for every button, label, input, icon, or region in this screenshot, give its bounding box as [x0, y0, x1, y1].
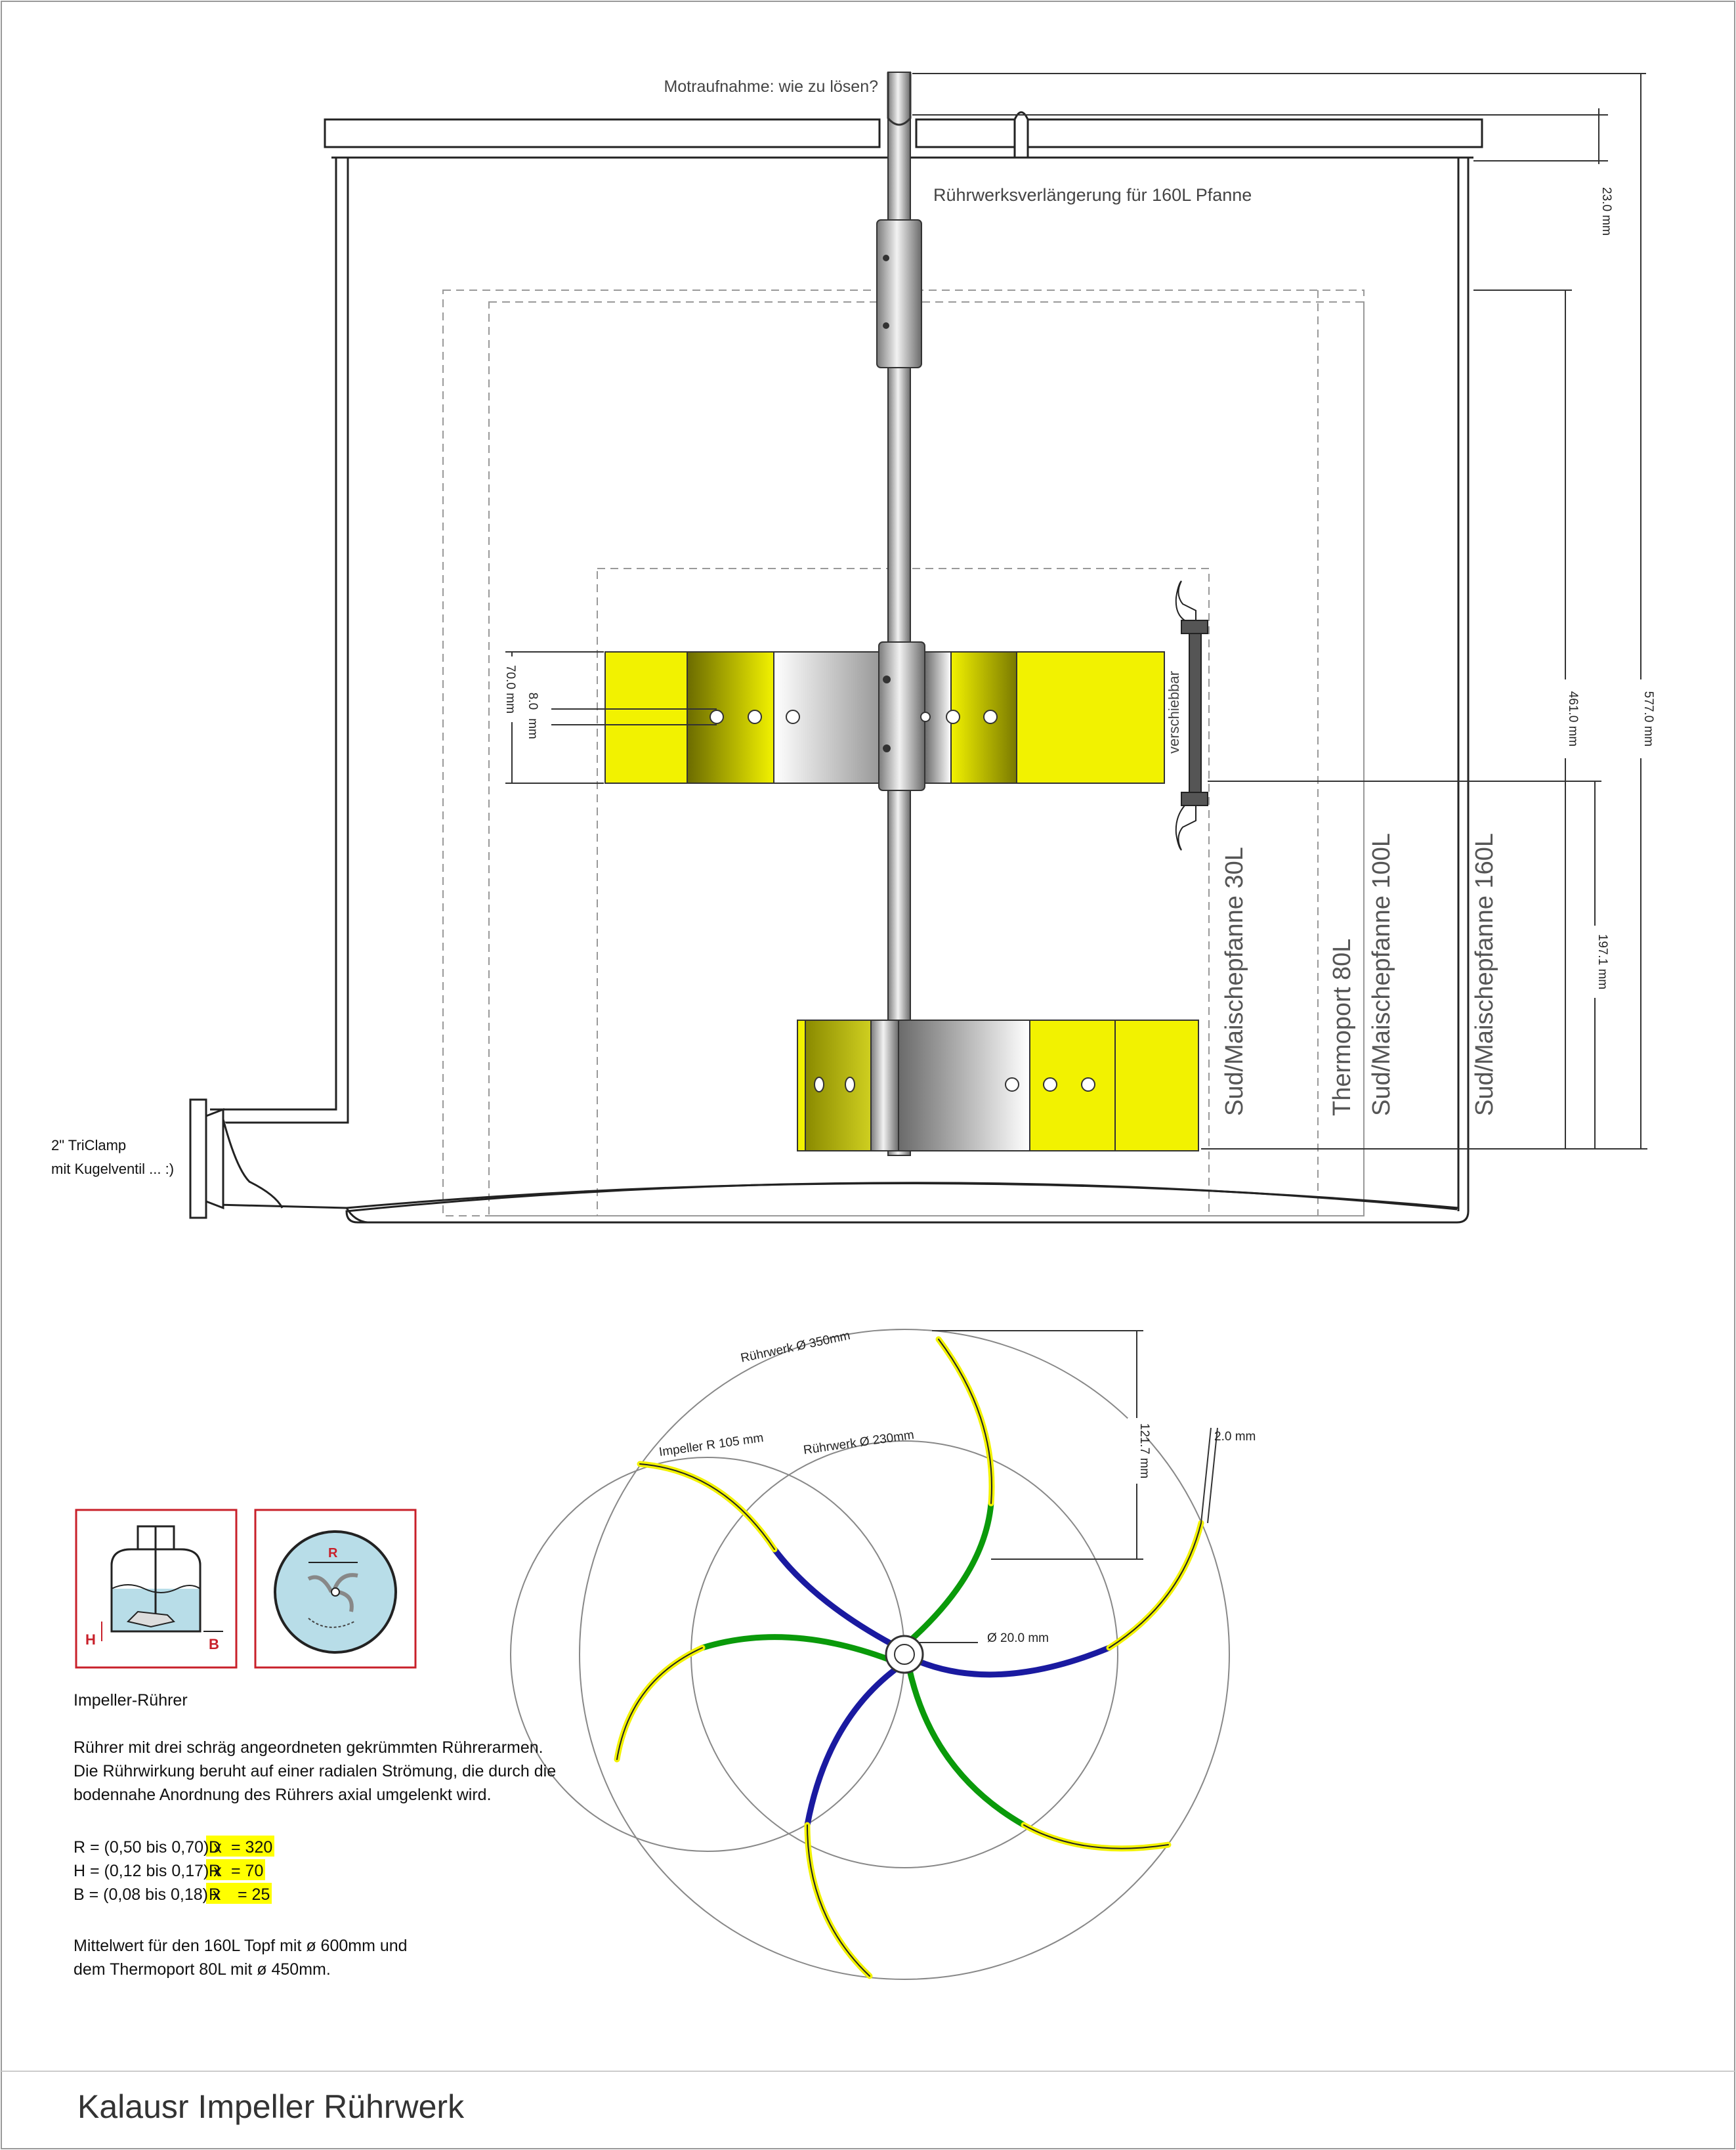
svg-text:B = (0,08 bis 0,18) x: B = (0,08 bis 0,18) x	[74, 1885, 221, 1904]
svg-text:= 320: = 320	[231, 1838, 272, 1857]
impeller-arm-5-inner	[906, 1664, 1027, 1828]
slider-indicator	[1175, 580, 1208, 851]
dim-rw-350: Rührwerk Ø 350mm	[740, 1329, 852, 1365]
vessel-label-thermoport: Thermoport 80L	[1328, 939, 1356, 1116]
circle-impeller-r105	[510, 1457, 905, 1852]
icon-r-label: R	[328, 1546, 338, 1560]
slider-label: verschiebbar	[1166, 671, 1182, 754]
description-line-1: Rührer mit drei schräg angeordneten gekr…	[74, 1738, 543, 1757]
svg-text:D: D	[209, 1838, 221, 1857]
description-heading: Impeller-Rührer	[74, 1691, 188, 1709]
svg-text:H = (0,12 bis 0,17) x: H = (0,12 bis 0,17) x	[74, 1862, 222, 1880]
pot-wall	[210, 158, 1470, 1224]
impeller-arm-6-outer	[804, 1822, 873, 1979]
impeller-arm-2-outer	[637, 1461, 778, 1553]
pointing-hand-down-icon	[1175, 805, 1196, 851]
description-mean-1: Mittelwert für den 160L Topf mit ø 600mm…	[74, 1937, 408, 1955]
impeller-side-icon: H B	[75, 1509, 238, 1669]
lid-left	[324, 118, 881, 148]
lower-blade	[797, 1020, 1199, 1151]
triclamp-label-2: mit Kugelventil ... :)	[51, 1161, 174, 1177]
icon-b-label: B	[209, 1636, 219, 1652]
lid-handle	[1013, 111, 1029, 158]
dim-hub-20: Ø 20.0 mm	[987, 1631, 1049, 1645]
description-line-3: bodennahe Anordnung des Rührers axial um…	[74, 1786, 492, 1804]
dim-rw-230: Rührwerk Ø 230mm	[803, 1428, 915, 1457]
shaft-top-fork	[887, 72, 912, 126]
dim-8-value: 8.0	[526, 693, 540, 710]
motor-mount-label: Motraufnahme: wie zu lösen?	[664, 77, 878, 96]
dim-197: 197.1 mm	[1596, 934, 1609, 989]
vessel-label-100l: Sud/Maischepfanne 100L	[1368, 833, 1395, 1116]
description-mean-2: dem Thermoport 80L mit ø 450mm.	[74, 1960, 331, 1979]
dim-23: 23.0 mm	[1599, 187, 1613, 236]
description-line-2: Die Rührwirkung beruht auf einer radiale…	[74, 1762, 556, 1780]
impeller-arm-2-inner	[771, 1546, 896, 1648]
dim-label-backgrounds	[503, 177, 1650, 998]
triclamp-label-1: 2" TriClamp	[51, 1137, 126, 1153]
dim-577: 577.0 mm	[1641, 691, 1655, 746]
icon-h-label: H	[85, 1631, 96, 1648]
dim-8-unit: mm	[526, 718, 540, 739]
pointing-hand-up-icon	[1175, 580, 1196, 621]
svg-text:R: R	[209, 1885, 221, 1904]
impeller-arm-6-inner	[804, 1664, 901, 1828]
circle-350	[579, 1329, 1230, 1980]
dim-2: 2.0 mm	[1214, 1430, 1256, 1444]
vessel-label-160l: Sud/Maischepfanne 160L	[1471, 833, 1498, 1116]
dim-461: 461.0 mm	[1566, 691, 1580, 746]
formula-r: R = (0,50 bis 0,70) x D = 320	[74, 1836, 274, 1857]
top-view	[510, 1329, 1230, 1980]
impeller-arm-5-outer	[1021, 1822, 1172, 1852]
impeller-top-icon: R	[254, 1509, 417, 1669]
impeller-arm-1-inner	[902, 1500, 994, 1648]
dim-70: 70.0 mm	[503, 665, 517, 714]
impeller-arm-4-outer	[614, 1645, 706, 1763]
shaft-coupling	[876, 219, 922, 368]
svg-text:R = (0,50 bis 0,70) x: R = (0,50 bis 0,70) x	[74, 1838, 222, 1857]
svg-text:= 25: = 25	[238, 1885, 270, 1904]
formula-b: B = (0,08 bis 0,18) x R = 25	[74, 1883, 272, 1904]
page-title: Kalausr Impeller Rührwerk	[77, 2088, 465, 2125]
svg-text:= 70: = 70	[231, 1862, 263, 1880]
impeller-arm-1-outer	[935, 1336, 995, 1507]
impeller-arm-3-inner	[914, 1645, 1112, 1678]
pot-bottom	[216, 1182, 1459, 1224]
lid-right	[915, 118, 1483, 148]
triclamp-outlet	[189, 1098, 284, 1219]
impeller-arm-4-inner	[699, 1634, 893, 1663]
upper-blade	[604, 641, 1165, 791]
impeller-arm-3-outer	[1106, 1520, 1204, 1651]
dim-121-7: 121.7 mm	[1137, 1423, 1151, 1478]
formula-h: H = (0,12 bis 0,17) x R = 70	[74, 1859, 265, 1880]
vessel-label-30l: Sud/Maischepfanne 30L	[1221, 847, 1248, 1116]
dim-impeller-105: Impeller R 105 mm	[658, 1431, 765, 1459]
extension-label: Rührwerksverlängerung für 160L Pfanne	[933, 185, 1252, 205]
svg-text:R: R	[209, 1862, 221, 1880]
